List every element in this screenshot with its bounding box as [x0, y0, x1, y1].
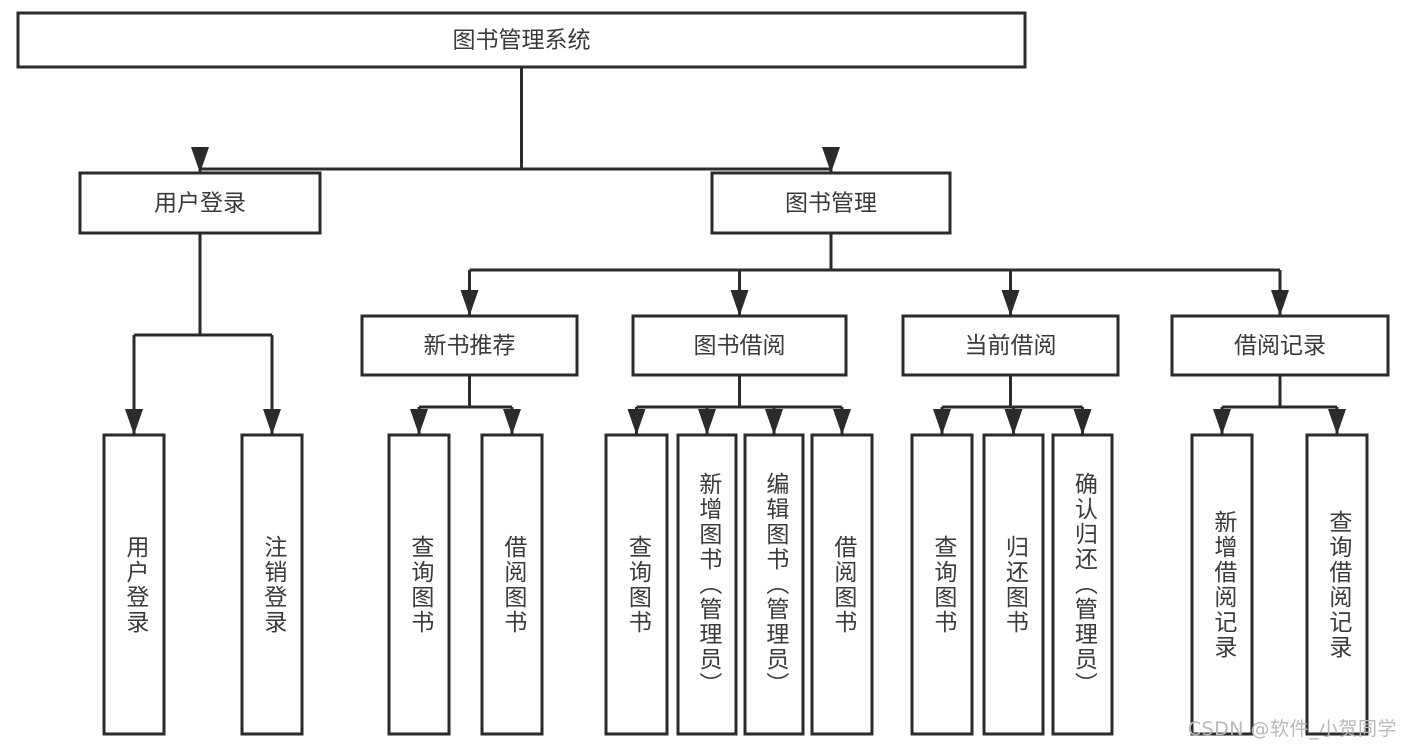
node-box-book-manage[interactable] — [710, 171, 952, 235]
node-label-book-borrow: 图书借阅 — [694, 333, 786, 359]
arrow-head — [410, 409, 428, 435]
arrow-head — [1271, 290, 1289, 316]
arrow-head — [263, 409, 281, 435]
arrow-head — [833, 409, 851, 435]
node-label-borrow-record: 借阅记录 — [1234, 333, 1326, 359]
node-box-borrow-record[interactable] — [1170, 314, 1390, 377]
arrow-head — [1073, 409, 1092, 435]
arrow-head — [765, 409, 783, 435]
arrow-head — [1004, 409, 1023, 435]
node-label-new-book-recommend: 新书推荐 — [424, 333, 516, 359]
node-box-leaf-query-book-3[interactable] — [910, 433, 974, 736]
arrow-head — [822, 147, 840, 173]
node-box-leaf-borrow-book-1[interactable] — [480, 433, 544, 736]
node-box-book-borrow[interactable] — [631, 314, 848, 377]
node-box-new-book-recommend[interactable] — [360, 314, 579, 377]
node-label-current-borrow: 当前借阅 — [965, 333, 1057, 359]
node-box-current-borrow[interactable] — [901, 314, 1120, 377]
node-label-book-manage: 图书管理 — [785, 191, 877, 217]
arrow-head — [698, 409, 716, 435]
box-layer — [16, 11, 1390, 736]
arrow-head — [627, 409, 646, 435]
arrow-head — [191, 147, 209, 173]
arrow-head — [933, 409, 951, 435]
csdn-watermark: CSDN @软件_小贺同学 — [1187, 718, 1397, 740]
node-box-leaf-add-record[interactable] — [1190, 433, 1254, 736]
arrow-head — [1001, 290, 1020, 316]
node-box-user-login[interactable] — [78, 171, 322, 235]
node-box-leaf-query-record[interactable] — [1305, 433, 1369, 736]
arrow-head — [460, 290, 479, 316]
node-box-leaf-query-book-1[interactable] — [387, 433, 451, 736]
arrow-head — [1328, 409, 1346, 435]
node-box-leaf-return-book[interactable] — [982, 433, 1045, 736]
node-box-leaf-confirm-return[interactable] — [1051, 433, 1114, 736]
node-box-leaf-user-login[interactable] — [102, 433, 166, 736]
node-box-leaf-query-book-2[interactable] — [604, 433, 669, 736]
arrow-head — [1213, 409, 1231, 435]
arrow-head — [125, 409, 143, 435]
node-box-leaf-edit-book[interactable] — [743, 433, 805, 736]
arrow-head — [503, 409, 521, 435]
connector-layer — [125, 67, 1346, 435]
node-label-user-login: 用户登录 — [154, 191, 246, 217]
arrow-head — [730, 290, 749, 316]
node-box-root[interactable] — [16, 11, 1027, 69]
node-box-leaf-logout[interactable] — [240, 433, 304, 736]
node-label-root: 图书管理系统 — [453, 28, 591, 54]
node-box-leaf-add-book[interactable] — [676, 433, 738, 736]
node-box-leaf-borrow-book-2[interactable] — [810, 433, 874, 736]
